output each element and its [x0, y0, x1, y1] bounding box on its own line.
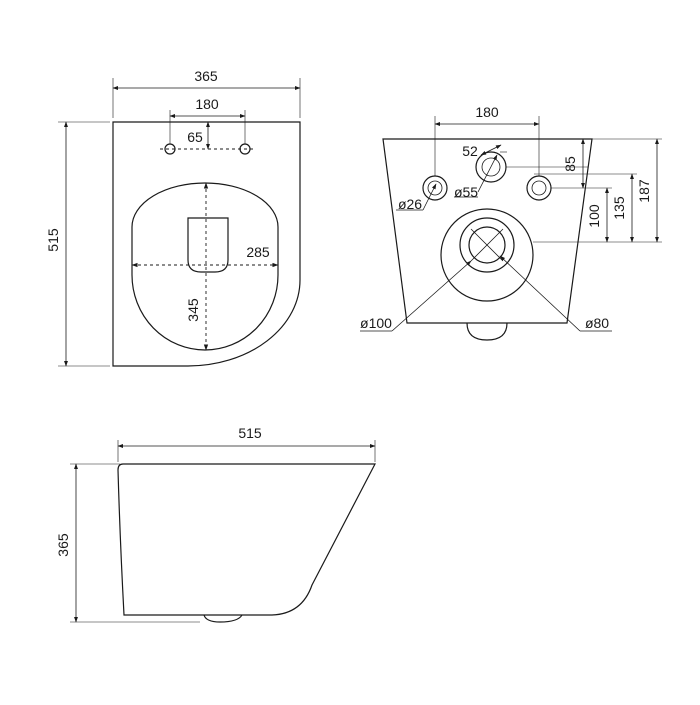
- outlet-spigot: [466, 322, 508, 341]
- dim-bowl-width-label: 285: [246, 244, 270, 260]
- dim-height-85-label: 85: [562, 156, 578, 172]
- dim-side-height-label: 365: [55, 533, 71, 557]
- dim-height-135-label: 135: [611, 196, 627, 220]
- dim-line-inlet-offset: [480, 144, 502, 156]
- dim-length-label: 515: [45, 228, 61, 252]
- top-view: 365 180 65 515 285 345: [45, 68, 301, 367]
- dim-height-100-label: 100: [586, 204, 602, 228]
- dim-fixing-distance-label: 180: [195, 96, 219, 112]
- drain-recess: [187, 217, 229, 273]
- outlet-outer: [440, 208, 534, 302]
- dim-inlet-offset-label: 52: [462, 143, 478, 159]
- dim-fixing-diameter-label: ø26: [398, 196, 422, 212]
- dim-rear-fixing-label: 180: [475, 104, 499, 120]
- side-view: 515 365: [55, 425, 376, 623]
- side-view-outline: [117, 463, 376, 616]
- bowl-rim: [131, 182, 279, 351]
- dim-fixing-offset-label: 65: [187, 129, 203, 145]
- dim-outlet-diameter-label: ø100: [360, 315, 392, 331]
- outlet-middle: [459, 217, 515, 273]
- dim-side-length-label: 515: [238, 425, 262, 441]
- fixing-hole-left: [422, 175, 448, 201]
- dim-bowl-length-label: 345: [185, 298, 201, 322]
- top-view-outline: [112, 121, 301, 367]
- side-outlet-spigot: [203, 614, 243, 623]
- rear-view: 180 52 ø55 ø26 ø100 ø80 85 100: [360, 104, 662, 341]
- dim-inlet-diameter-label: ø55: [454, 184, 478, 200]
- outlet-inner: [468, 226, 506, 264]
- dim-height-187-label: 187: [636, 179, 652, 203]
- dim-outlet-inner-diameter-label: ø80: [585, 315, 609, 331]
- dim-width-label: 365: [194, 68, 218, 84]
- rear-view-outline: [382, 138, 593, 324]
- fixing-hole-right: [526, 175, 552, 201]
